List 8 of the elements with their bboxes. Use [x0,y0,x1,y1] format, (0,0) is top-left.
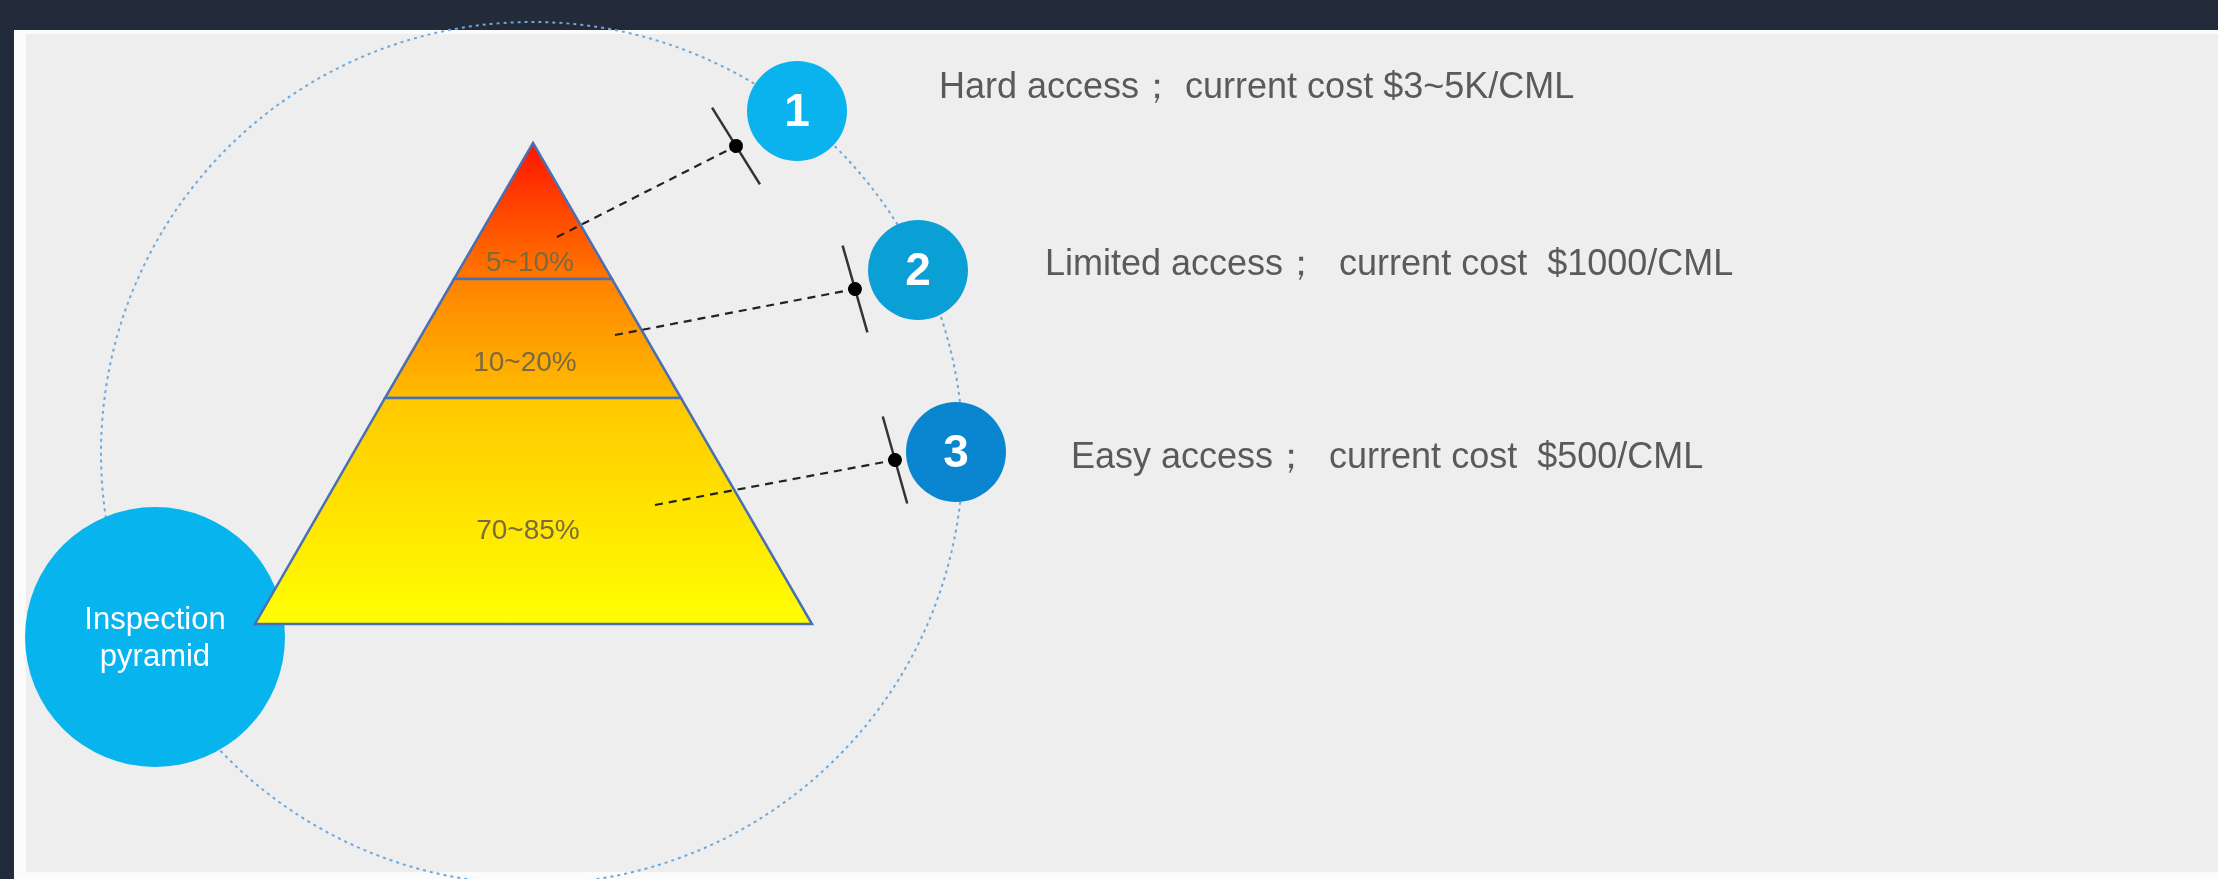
pyramid-tier: 10~20% [385,279,681,398]
cost-note: Easy access； current cost $500/CML [1071,435,1704,477]
cost-note: Limited access； current cost $1000/CML [1045,242,1734,284]
pyramid-tier: 5~10% [454,143,612,279]
leader-line [614,244,869,337]
cost-note: Hard access； current cost $3~5K/CML [939,65,1575,107]
leader-line [654,415,909,507]
leader-line [556,106,762,238]
